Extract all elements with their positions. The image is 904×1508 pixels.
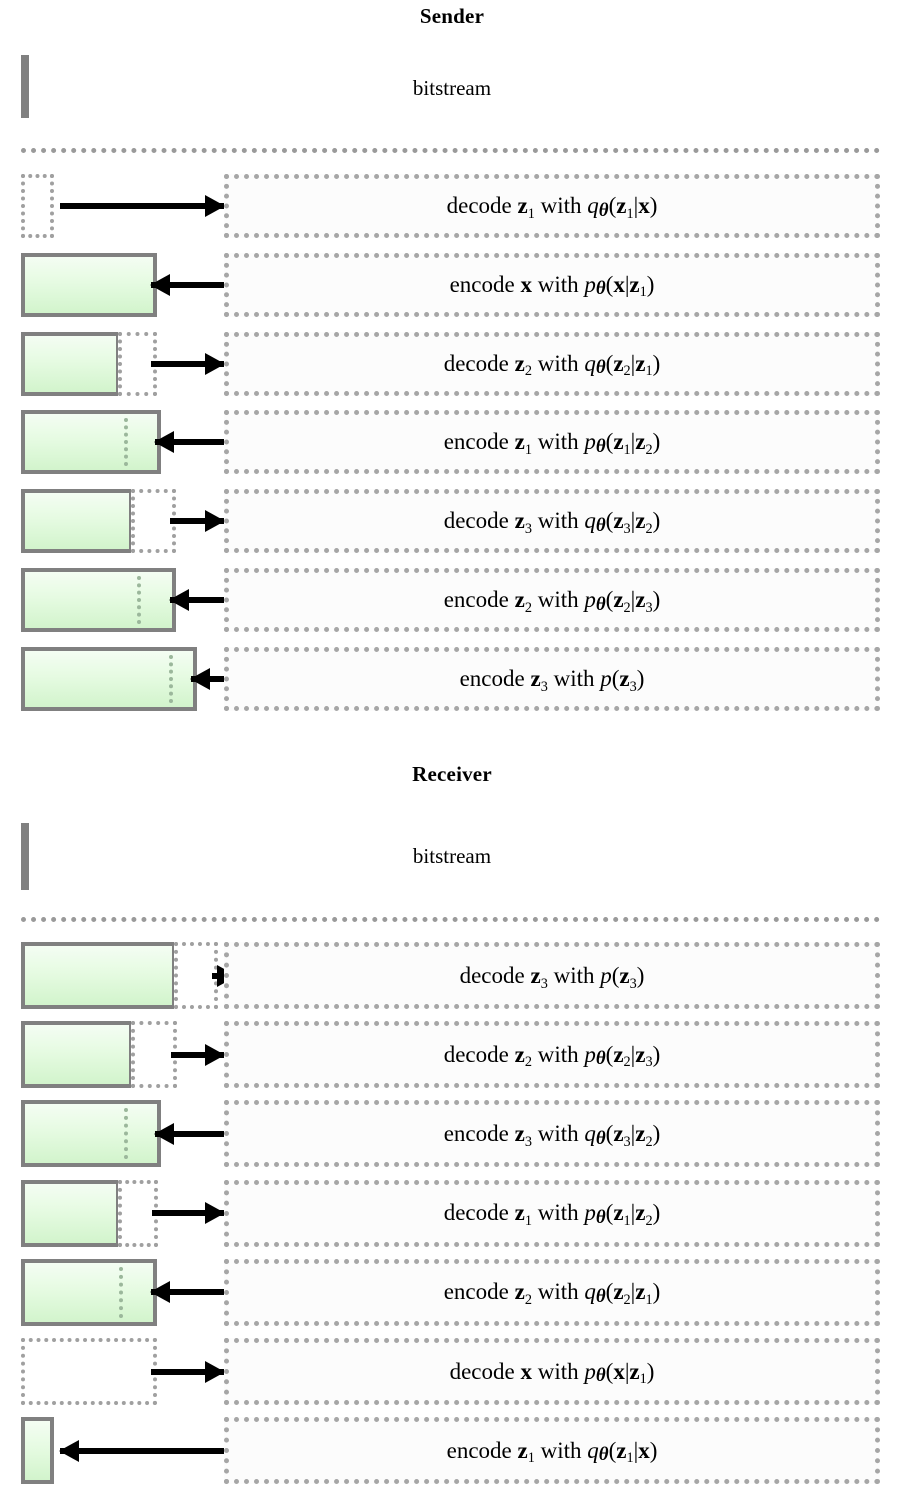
arrow-shaft (170, 518, 224, 525)
sender-bitstream-bar (21, 55, 54, 118)
arrow-head (169, 589, 189, 611)
bitstream-segment-divider (137, 576, 141, 624)
operation-box[interactable]: encode z1 with qθ(z1|x) (224, 1417, 880, 1485)
operation-label: encode z1 with qθ(z1|x) (446, 1437, 658, 1467)
bitstream-bar (21, 174, 54, 238)
operation-label: encode z2 with qθ(z2|z1) (443, 1279, 661, 1308)
arrow-shaft (151, 281, 224, 288)
bitstream-fill (21, 568, 176, 632)
receiver-title: Receiver (412, 762, 492, 786)
operation-box[interactable]: encode z2 with qθ(z2|z1) (224, 1258, 880, 1326)
bitstream-fill (21, 1100, 161, 1168)
bitstream-fill (21, 410, 161, 475)
arrow-shaft (152, 1210, 224, 1217)
operation-label: encode x with pθ(x|z1) (449, 271, 655, 301)
arrow-shaft (151, 1289, 224, 1296)
operation-label: decode z1 with pθ(z1|z2) (443, 1200, 661, 1229)
operation-label: decode z2 with pθ(z2|z3) (443, 1041, 661, 1071)
operation-box[interactable]: decode z2 with qθ(z2|z1) (224, 331, 880, 396)
arrow-head (154, 431, 174, 454)
arrow-shaft (60, 203, 224, 209)
operation-box[interactable]: encode x with pθ(x|z1) (224, 252, 880, 317)
bitstream-bar (21, 252, 157, 317)
arrow-shaft (60, 1447, 224, 1454)
bitstream-bar (21, 410, 161, 475)
arrow-head (205, 1043, 225, 1066)
arrow-head (59, 1439, 79, 1462)
operation-box[interactable]: decode z2 with pθ(z2|z3) (224, 1021, 880, 1089)
bitstream-fill (21, 489, 133, 554)
bitstream-bar (21, 1258, 157, 1326)
arrow-shaft (151, 1368, 224, 1375)
bitstream-fill (21, 1179, 120, 1247)
bitstream-bar (21, 942, 218, 1009)
operation-box[interactable]: decode z3 with qθ(z3|z2) (224, 489, 880, 554)
arrow-head (154, 1122, 174, 1145)
bitstream-bar (21, 1338, 157, 1405)
operation-label: decode z1 with qθ(z1|x) (446, 193, 658, 222)
operation-label: decode z3 with p(z3) (459, 963, 645, 992)
bitstream-bar (21, 1179, 158, 1247)
bitstream-bar (21, 1021, 177, 1089)
operation-box[interactable]: encode z2 with pθ(z2|z3) (224, 568, 880, 632)
bitstream-bar (21, 331, 157, 396)
bitstream-fill (21, 55, 29, 118)
arrow-head (205, 1202, 225, 1225)
arrow-shaft (170, 597, 224, 603)
operation-box[interactable]: decode z1 with pθ(z1|z2) (224, 1179, 880, 1247)
arrow-head (205, 195, 225, 217)
operation-label: encode z1 with pθ(z1|z2) (443, 429, 661, 459)
operation-box[interactable]: decode z1 with qθ(z1|x) (224, 174, 880, 238)
arrow-shaft (155, 439, 224, 446)
arrow-shaft (155, 1130, 224, 1137)
sender-bitstream-label: bitstream (412, 76, 492, 100)
sender-title: Sender (419, 4, 485, 28)
receiver-bitstream-bar (21, 823, 197, 890)
bitstream-fill (21, 1258, 157, 1326)
bitstream-fill (21, 331, 120, 396)
bitstream-segment-divider (124, 418, 128, 467)
bitstream-bar (21, 1100, 161, 1168)
arrow-shaft (171, 1051, 224, 1058)
bitstream-segment-divider (119, 1266, 123, 1318)
operation-label: decode x with pθ(x|z1) (449, 1358, 655, 1388)
bitstream-bar (21, 646, 197, 711)
operation-label: decode z3 with qθ(z3|z2) (443, 508, 661, 537)
bitstream-fill (21, 942, 176, 1009)
sender-separator (21, 148, 880, 153)
bitstream-fill (21, 823, 29, 890)
bitstream-bar (21, 1417, 54, 1485)
bitstream-ghost-region (21, 1338, 157, 1405)
bitstream-segment-divider (169, 654, 173, 703)
operation-label: encode z2 with pθ(z2|z3) (443, 587, 661, 616)
bitstream-bar (21, 568, 176, 632)
bitstream-ghost-region (21, 174, 54, 238)
arrow-head (150, 1281, 170, 1304)
operation-label: encode z3 with p(z3) (459, 666, 645, 695)
bitstream-bar (21, 489, 176, 554)
operation-box[interactable]: encode z1 with pθ(z1|z2) (224, 410, 880, 475)
bitstream-fill (21, 646, 197, 711)
arrow-head (205, 1360, 225, 1383)
arrow-head (205, 510, 225, 533)
receiver-separator (21, 917, 880, 922)
bitstream-fill (21, 1417, 54, 1485)
bitstream-segment-divider (124, 1108, 128, 1160)
operation-box[interactable]: encode z3 with qθ(z3|z2) (224, 1100, 880, 1168)
bitstream-fill (21, 1021, 133, 1089)
receiver-bitstream-label: bitstream (412, 844, 492, 868)
arrow-head (190, 667, 210, 690)
operation-box[interactable]: decode z3 with p(z3) (224, 942, 880, 1009)
operation-box[interactable]: encode z3 with p(z3) (224, 646, 880, 711)
arrow-head (150, 273, 170, 296)
operation-label: decode z2 with qθ(z2|z1) (443, 350, 661, 380)
operation-label: encode z3 with qθ(z3|z2) (443, 1120, 661, 1150)
arrow-shaft (151, 360, 224, 367)
operation-box[interactable]: decode x with pθ(x|z1) (224, 1338, 880, 1405)
bitstream-fill (21, 252, 157, 317)
arrow-head (205, 352, 225, 375)
